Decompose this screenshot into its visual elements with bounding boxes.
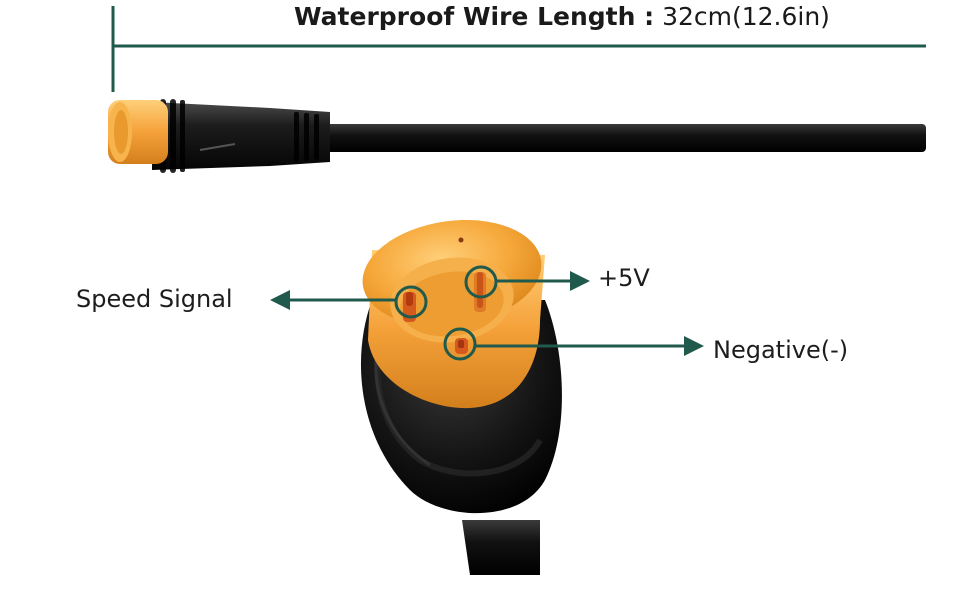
arrowhead-plus-5v [570, 271, 590, 291]
pin-plus-5v [474, 272, 486, 312]
length-dimension-line [111, 6, 926, 92]
label-plus-5v: +5V [598, 264, 650, 292]
arrowhead-negative [684, 336, 704, 356]
wire-length-label: Waterproof Wire Length : [294, 2, 655, 31]
pin-marker-negative [443, 327, 477, 361]
pin-speed-signal [403, 292, 416, 322]
pin-marker-speed-signal [394, 285, 428, 319]
pin-negative [455, 338, 468, 354]
label-negative: Negative(-) [713, 336, 849, 364]
top-cable [108, 99, 926, 173]
wire-length-value: 32cm(12.6in) [662, 2, 830, 31]
wire-length-title: Waterproof Wire Length : 32cm(12.6in) [294, 2, 830, 31]
connector-face [360, 220, 562, 575]
arrowhead-speed-signal [270, 290, 290, 310]
label-speed-signal: Speed Signal [76, 285, 233, 313]
